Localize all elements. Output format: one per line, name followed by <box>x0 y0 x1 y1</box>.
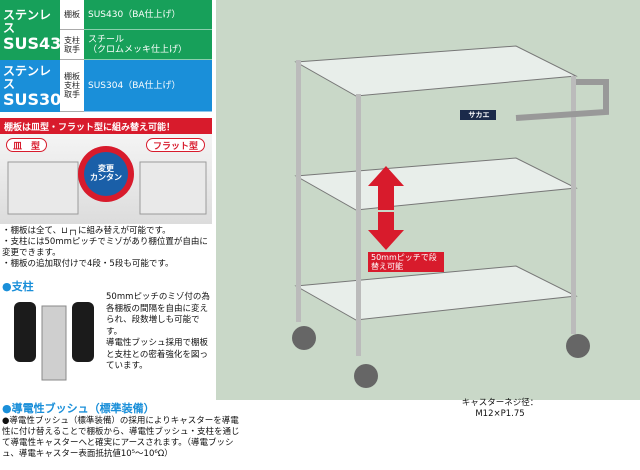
convertible-banner: 棚板は皿型・フラット型に組み替え可能！ <box>0 118 212 134</box>
cart-photo: サカエ <box>216 0 640 400</box>
brand-logo: サカエ <box>468 111 490 119</box>
spec-panel: ステンレス SUS430 棚板 支柱 取手 SUS430（BA仕上げ） スチール… <box>0 0 240 470</box>
material-pillar: スチール （クロムメッキ仕上げ） <box>84 30 212 60</box>
plate-tag: 皿 型 <box>6 138 48 152</box>
caster-value: M12×P1.75 <box>475 409 525 419</box>
bullet-item: ・棚板の追加取付けで4段・5段も可能です。 <box>2 259 174 269</box>
caster-spec: キャスターネジ径： M12×P1.75 <box>420 398 580 420</box>
spec-table: ステンレス SUS430 棚板 支柱 取手 SUS430（BA仕上げ） スチール… <box>0 0 212 112</box>
shelf-drawing <box>7 146 207 215</box>
part-shelf: 棚板 <box>60 0 84 30</box>
material-all: SUS304（BA仕上げ） <box>84 60 212 112</box>
part-pillar-handle: 支柱 取手 <box>60 30 84 60</box>
bottom-shelf <box>294 265 578 321</box>
middle-shelf <box>294 157 578 211</box>
caster-wheel <box>354 364 378 388</box>
grade-sus430: ステンレス SUS430 <box>3 7 73 53</box>
pitch-callout: 50mmピッチで段替え可能 <box>368 252 444 272</box>
pillar-icon <box>41 305 67 381</box>
logo-plate <box>460 110 496 120</box>
spec-row-sus430: ステンレス SUS430 棚板 支柱 取手 SUS430（BA仕上げ） スチール… <box>0 0 212 60</box>
stainless-cart-illustration <box>292 45 609 388</box>
grade-sus304: ステンレス SUS304 <box>3 63 73 109</box>
arrow-up-icon <box>368 166 404 210</box>
bullet-list: ・棚板は全て、⊔┌┐に組み替えが可能です。 ・支柱には50mmピッチでミゾがあり… <box>2 226 210 270</box>
material-shelf: SUS430（BA仕上げ） <box>84 0 212 30</box>
top-shelf <box>294 45 578 97</box>
caster-wheel <box>566 334 590 358</box>
pillar-back-right <box>571 76 576 334</box>
bushing-icon <box>72 302 94 362</box>
pillar-front-right <box>356 94 361 356</box>
change-label: 変更 カンタン <box>90 164 122 182</box>
pillar-front-left <box>296 60 301 322</box>
bushing-parts-illustration <box>14 302 94 381</box>
flat-shelf-shape <box>139 161 207 215</box>
shelf-illustration: 皿 型 フラット型 変更 カンタン <box>0 134 212 224</box>
flat-tag: フラット型 <box>146 138 206 152</box>
bushing-icon <box>14 302 36 362</box>
plate-shelf-shape <box>7 161 79 215</box>
bullet-item: ・支柱には50mmピッチでミゾがあり棚位置が自由に変更できます。 <box>2 237 208 258</box>
arrow-down-icon <box>368 212 404 250</box>
bushing-description: ●導電性ブッシュ（標準装備）の採用によりキャスターを導電性に付け替えることで棚板… <box>2 416 240 459</box>
caster-wheel <box>292 326 316 350</box>
bullet-item: ・棚板は全て、⊔┌┐に組み替えが可能です。 <box>2 226 171 236</box>
handle-bar <box>515 79 609 121</box>
bushing-heading: ●導電性ブッシュ（標準装備） <box>2 402 155 415</box>
spec-row-sus304: ステンレス SUS304 棚板 支柱 取手 SUS304（BA仕上げ） <box>0 60 212 112</box>
pillar-description: 50mmピッチのミゾ付の為各棚板の間隔を自由に変えられ、段数増しも可能です。 導… <box>106 292 210 371</box>
caster-label: キャスターネジ径： <box>461 398 539 408</box>
pillar-heading: ●支柱 <box>2 280 34 293</box>
part-all: 棚板 支柱 取手 <box>60 60 84 112</box>
